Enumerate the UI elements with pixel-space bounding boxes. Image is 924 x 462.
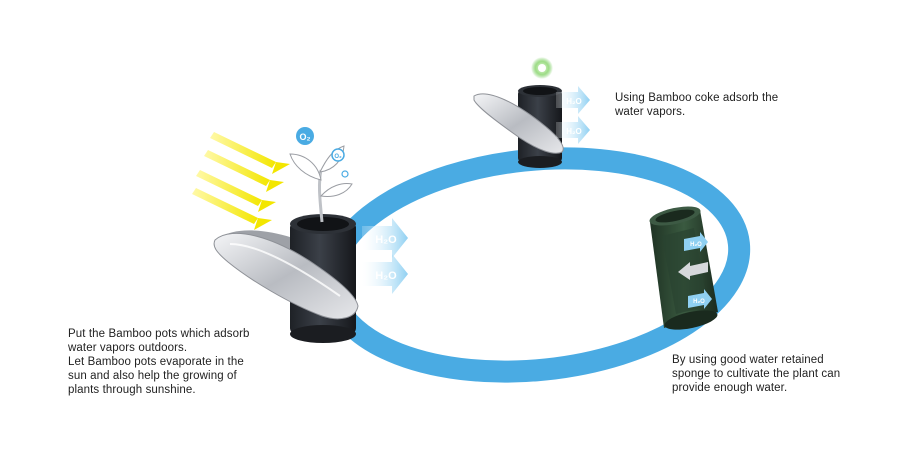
outdoor-pot-sleeve [213, 232, 359, 320]
oxygen-bubble-large [296, 127, 314, 145]
caption-line: plants through sunshine. [68, 384, 196, 396]
oxygen-bubble-small [341, 170, 349, 178]
h2o-label-left-1: H₂O [375, 234, 397, 246]
outdoor-bamboo-pot [213, 214, 359, 343]
adsorbing-pot-sleeve [473, 93, 564, 154]
caption-outdoor-pots: Put the Bamboo pots which adsorb water v… [68, 327, 250, 397]
h2o-label-top-2: H₂O [566, 127, 582, 136]
caption-line: Let Bamboo pots evaporate in the [68, 356, 244, 368]
caption-line: Using Bamboo coke adsorb the [615, 92, 779, 104]
h2o-label-sponge-1: H₂O [690, 242, 702, 248]
oxygen-bubbles: O₂ O₂ [296, 127, 349, 178]
h2o-label-top-1: H₂O [566, 97, 582, 106]
caption-line: provide enough water. [672, 382, 788, 394]
caption-adsorb: Using Bamboo coke adsorb the water vapor… [615, 91, 778, 119]
caption-line: water vapors outdoors. [68, 342, 188, 354]
h2o-label-left-2: H₂O [375, 270, 397, 282]
caption-line: water vapors. [615, 106, 686, 118]
water-vapor-arrows-top: H₂O H₂O [556, 86, 590, 144]
water-vapor-arrows-left: H₂O H₂O [362, 218, 408, 294]
caption-line: sponge to cultivate the plant can [672, 368, 841, 380]
caption-sponge: By using good water retained sponge to c… [672, 353, 840, 395]
caption-line: Put the Bamboo pots which adsorb [68, 328, 250, 340]
adsorbing-bamboo-pot [473, 57, 564, 168]
h2o-label-sponge-2: H₂O [693, 299, 705, 305]
oxygen-label-medium: O₂ [334, 154, 342, 160]
caption-line: sun and also help the growing of [68, 370, 237, 382]
oxygen-label-large: O₂ [300, 132, 311, 142]
sponge-bamboo-pot: H₂O H₂O [649, 206, 718, 330]
sun-rays-icon [192, 132, 290, 230]
caption-line: By using good water retained [672, 354, 824, 366]
oxygen-bubble-medium [331, 148, 345, 162]
